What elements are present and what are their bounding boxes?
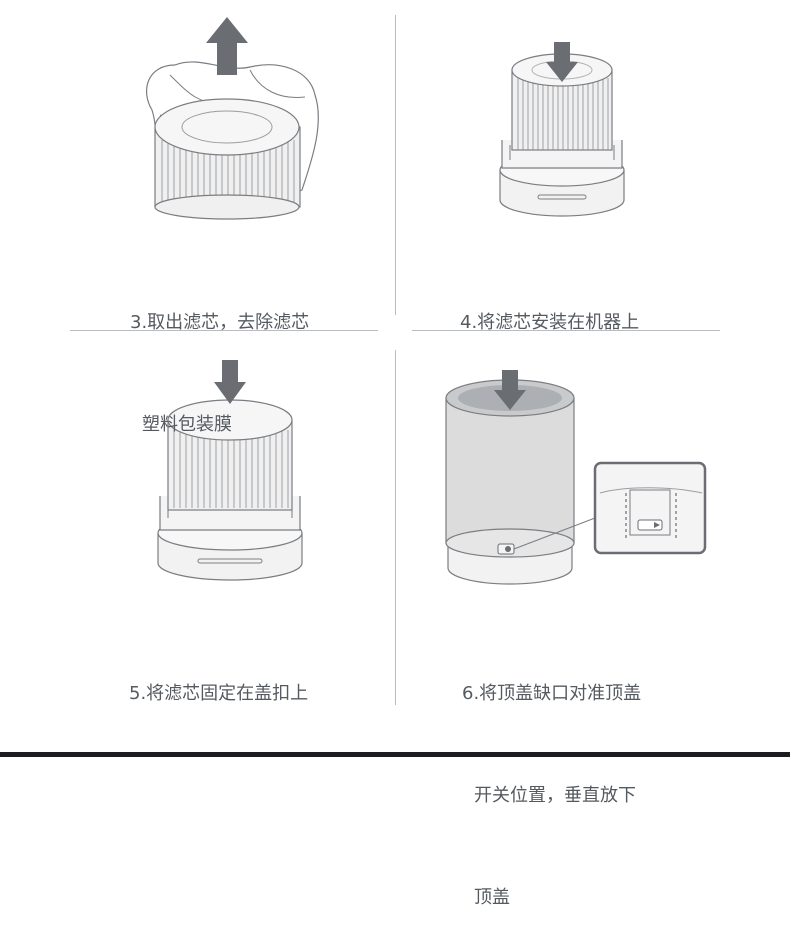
- step-6-caption-line-1: 6.将顶盖缺口对准顶盖: [462, 683, 642, 704]
- down-arrow-icon: [494, 370, 526, 410]
- bottom-bar: [0, 752, 790, 757]
- vertical-divider-top: [395, 15, 396, 315]
- step-5-caption-line-1: 5.将滤芯固定在盖扣上: [129, 683, 309, 704]
- down-arrow-icon: [214, 360, 246, 404]
- step-4-illustration: [499, 42, 625, 217]
- step-6-caption: 6.将顶盖缺口对准顶盖 开关位置，垂直放下 顶盖: [462, 609, 641, 949]
- step-6-caption-line-3: 顶盖: [474, 887, 510, 908]
- horizontal-divider-left: [70, 330, 378, 331]
- filter-top-cap: [154, 98, 300, 156]
- step-3-caption: 3.取出滤芯，去除滤芯 塑料包装膜: [130, 238, 309, 476]
- step-4-caption-line-1: 4.将滤芯安装在机器上: [460, 312, 640, 333]
- horizontal-divider-right: [412, 330, 720, 331]
- step-5-caption: 5.将滤芯固定在盖扣上: [129, 609, 308, 745]
- step-5-illustration: [157, 360, 303, 581]
- step-3-illustration: [146, 17, 319, 220]
- vertical-divider-bottom: [395, 350, 396, 705]
- step-6-illustration: [445, 370, 707, 585]
- right-arrow-icon: [654, 522, 660, 528]
- step-3-caption-line-1: 3.取出滤芯，去除滤芯: [130, 312, 310, 333]
- step-6-caption-line-2: 开关位置，垂直放下: [474, 785, 636, 806]
- down-arrow-icon: [546, 42, 578, 82]
- step-4-caption: 4.将滤芯安装在机器上: [460, 238, 639, 374]
- top-cover-body: [445, 397, 575, 544]
- step-3-caption-line-2: 塑料包装膜: [142, 414, 232, 435]
- up-arrow-icon: [206, 17, 248, 75]
